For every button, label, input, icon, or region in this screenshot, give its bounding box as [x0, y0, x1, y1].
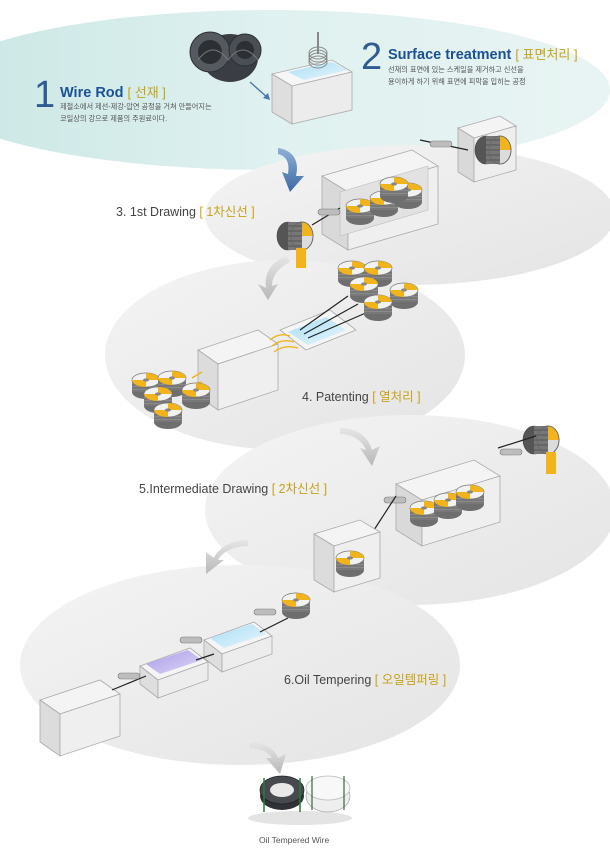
step3-korean: [ 1차신선 ] [199, 205, 255, 219]
step6-label-text: 6.Oil Tempering [284, 673, 372, 687]
flow-arrow-3 [340, 428, 380, 466]
take-up-reel-step3 [276, 207, 341, 268]
step4-label-text: 4. Patenting [302, 390, 369, 404]
step4-label: 4. Patenting [ 열처리 ] [302, 386, 421, 405]
oil-tempering-line [39, 592, 311, 757]
surface-treatment-tank [270, 32, 354, 125]
wire-rod-korean: [ 선재 ] [127, 85, 166, 100]
wire-rod-title-text: Wire Rod [60, 85, 124, 101]
patenting-furnace [191, 295, 369, 411]
flow-arrow-small [249, 81, 269, 99]
step3-label: 3. 1st Drawing [ 1차신선 ] [116, 201, 255, 220]
step6-label: 6.Oil Tempering [ 오일템퍼링 ] [284, 669, 446, 688]
step3-label-text: 3. 1st Drawing [116, 205, 196, 219]
first-drawing-machine [321, 149, 439, 251]
surface-treatment-number: 2 [361, 36, 383, 78]
surface-treatment-korean: [ 표면처리 ] [515, 47, 578, 62]
wire-pay-off [419, 115, 517, 183]
wire-rod-title: Wire Rod [ 선재 ] [60, 82, 166, 101]
oil-tempered-wire-coils [248, 775, 352, 825]
step5-label-text: 5.Intermediate Drawing [139, 482, 269, 496]
flow-arrow-5 [250, 742, 286, 774]
wire-rod-desc-1: 제철소에서 제선-제강-압연 공정을 거쳐 만들어지는 [60, 102, 212, 111]
take-up-step5 [313, 519, 381, 593]
product-caption: Oil Tempered Wire [259, 835, 330, 845]
flow-arrow-2 [258, 256, 290, 300]
step5-korean: [ 2차신선 ] [271, 482, 328, 496]
wire-rod-desc-2: 코일상의 강으로 제품의 주원료이다. [60, 114, 168, 123]
step5-label: 5.Intermediate Drawing [ 2차신선 ] [139, 478, 327, 497]
step6-korean: [ 오일템퍼링 ] [374, 673, 447, 687]
surface-treatment-title: Surface treatment [ 표면처리 ] [388, 44, 578, 63]
step4-korean: [ 열처리 ] [372, 390, 421, 404]
pay-off-step5 [373, 425, 560, 531]
wire-rod-number: 1 [34, 74, 56, 116]
flow-arrow-1 [278, 148, 304, 192]
intermediate-drawing-machine [395, 459, 501, 547]
surface-treatment-title-text: Surface treatment [388, 47, 512, 63]
wire-rod-coil [189, 31, 262, 82]
surface-treatment-desc-1: 선재의 표면에 있는 스케일을 제거하고 신선을 [388, 65, 524, 74]
flow-arrow-4 [206, 540, 248, 574]
surface-treatment-desc-2: 용이하게 하기 위해 표면에 피막을 입히는 공정 [388, 77, 526, 86]
